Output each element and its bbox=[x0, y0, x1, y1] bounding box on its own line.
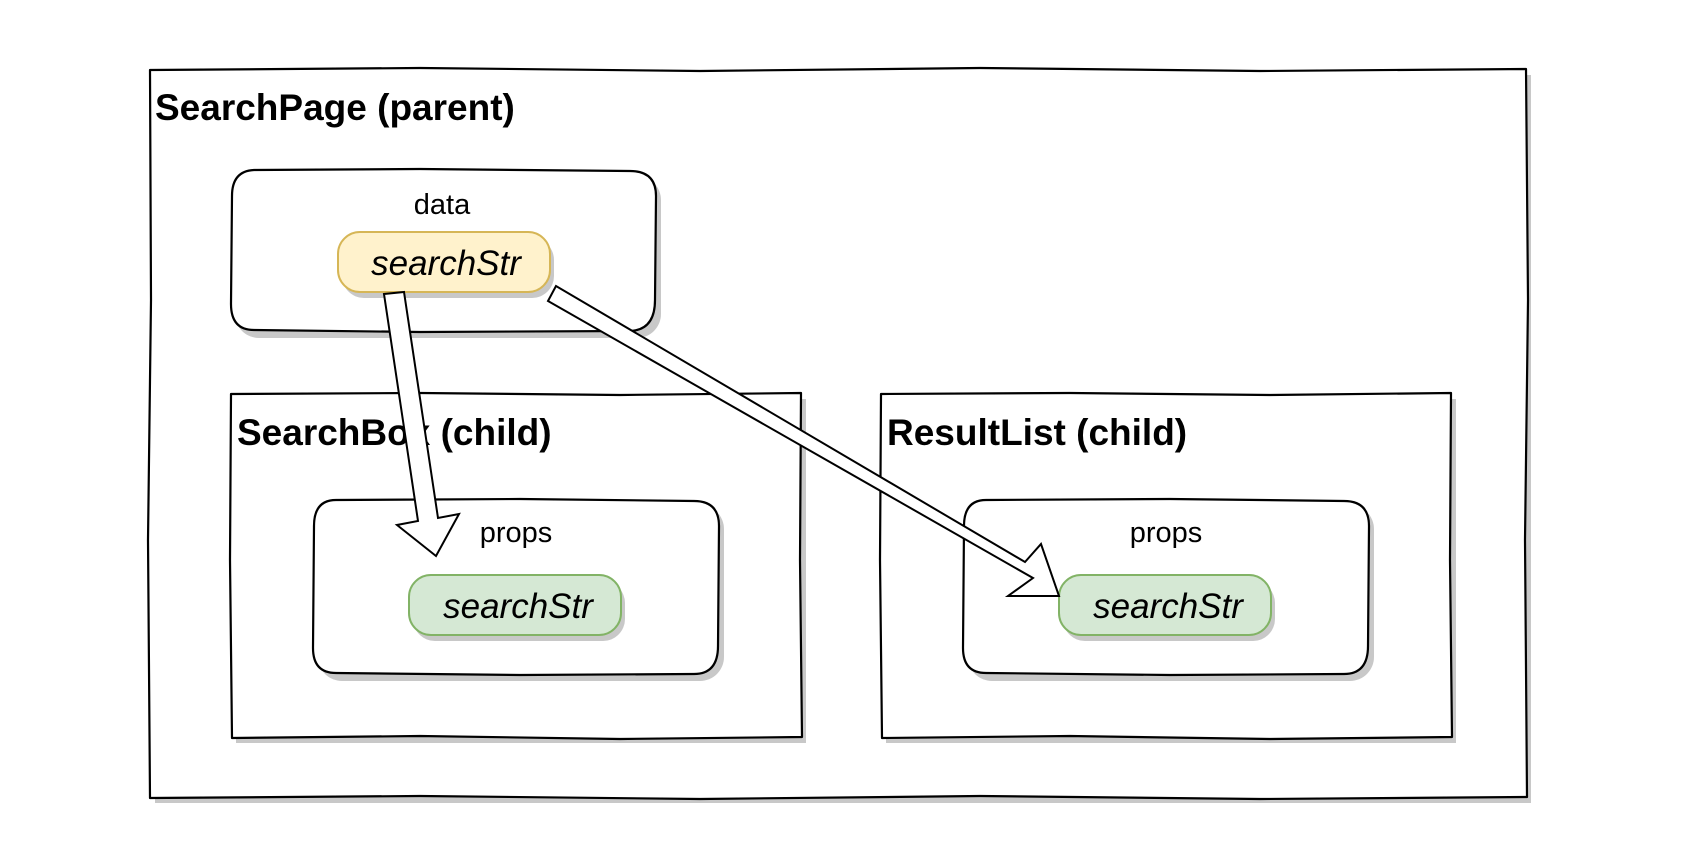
data-searchstr-pill-shape bbox=[337, 231, 551, 293]
parent-title: SearchPage (parent) bbox=[155, 87, 515, 128]
searchbox-searchstr-pill-shape bbox=[408, 574, 622, 636]
searchbox-title: SearchBox (child) bbox=[237, 412, 552, 453]
resultlist-title: ResultList (child) bbox=[887, 412, 1187, 453]
resultlist-props-label: props bbox=[1130, 517, 1203, 549]
flow-arrow-to-resultlist bbox=[546, 284, 1061, 597]
resultlist-searchstr-pill: searchStr bbox=[1058, 574, 1275, 641]
resultlist-searchstr-text: searchStr bbox=[1093, 587, 1244, 626]
flow-arrow-to-searchbox bbox=[382, 290, 461, 558]
data-searchstr-pill: searchStr bbox=[337, 231, 554, 298]
data-box-label: data bbox=[414, 189, 471, 221]
searchbox-searchstr-text: searchStr bbox=[443, 587, 594, 626]
resultlist-searchstr-pill-shape bbox=[1058, 574, 1272, 636]
searchbox-searchstr-pill: searchStr bbox=[408, 574, 625, 641]
data-searchstr-text: searchStr bbox=[371, 244, 522, 283]
searchbox-props-label: props bbox=[480, 517, 553, 549]
